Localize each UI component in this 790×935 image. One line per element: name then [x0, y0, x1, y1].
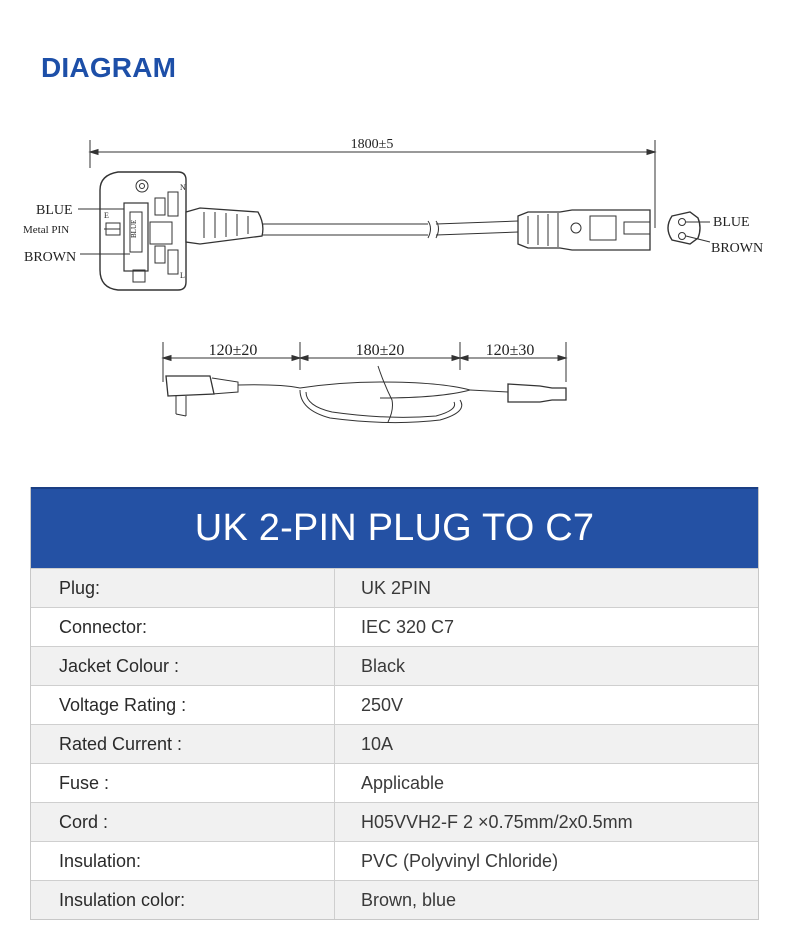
- spec-value: PVC (Polyvinyl Chloride): [361, 850, 559, 871]
- spec-value: Applicable: [361, 772, 445, 793]
- fuse-compartment: [123, 202, 149, 272]
- spec-label: Cord :: [31, 803, 335, 841]
- spec-row-connector: Connector: IEC 320 C7: [31, 607, 758, 646]
- plug-marking-n: N: [180, 183, 186, 192]
- plug-marking-e: E: [104, 211, 109, 220]
- cable-drawing: 1800±5 120±20 180±20 120±30 BLUE Metal P…: [23, 137, 763, 424]
- dimension-plug-segment: 120±20: [209, 342, 258, 359]
- spec-label: Voltage Rating :: [31, 686, 335, 724]
- small-plug-head: [165, 375, 215, 397]
- plug-screw: [135, 179, 149, 193]
- spec-label: Insulation:: [31, 842, 335, 880]
- spec-label: Jacket Colour :: [31, 647, 335, 685]
- spec-row-voltage-rating: Voltage Rating : 250V: [31, 685, 758, 724]
- coiled-cable-upper: [237, 381, 472, 399]
- c7-face: [667, 211, 701, 245]
- certification-mark: [132, 269, 146, 283]
- cable-diagram: 1800±5 120±20 180±20 120±30 BLUE Metal P…: [0, 120, 790, 460]
- spec-label: Rated Current :: [31, 725, 335, 763]
- spec-label: Connector:: [31, 608, 335, 646]
- specification-table: UK 2-PIN PLUG TO C7 Plug: UK 2PIN Connec…: [30, 487, 759, 920]
- spec-value: UK 2PIN: [361, 577, 432, 598]
- spec-value: H05VVH2-F 2 ×0.75mm/2x0.5mm: [361, 811, 633, 832]
- spec-row-insulation-color: Insulation color: Brown, blue: [31, 880, 758, 919]
- c7-socket-top: [678, 218, 686, 226]
- label-connector-brown: BROWN: [711, 241, 763, 256]
- uk-plug-body: [99, 171, 187, 291]
- spec-label: Fuse :: [31, 764, 335, 802]
- small-c7-connector: [507, 383, 567, 403]
- spec-value: Brown, blue: [361, 889, 457, 910]
- arrow-right: [646, 148, 657, 156]
- spec-row-plug: Plug: UK 2PIN: [31, 568, 758, 607]
- fuse: [129, 211, 143, 253]
- spec-value: Black: [361, 655, 406, 676]
- spec-label: Insulation color:: [31, 881, 335, 919]
- c7-label-area: [589, 215, 617, 241]
- coiled-cable-loop: [299, 389, 463, 424]
- c7-socket-bottom: [678, 232, 686, 240]
- dimension-coil-segment: 180±20: [356, 342, 405, 359]
- pin-l: [154, 245, 166, 264]
- dimension-total-length: 1800±5: [351, 137, 394, 152]
- spec-value: 10A: [361, 733, 394, 754]
- plug-marking-l: L: [180, 271, 185, 280]
- pin-n: [154, 197, 166, 216]
- spec-row-fuse: Fuse : Applicable: [31, 763, 758, 802]
- plug-strain-relief: [185, 207, 264, 245]
- spec-row-insulation: Insulation: PVC (Polyvinyl Chloride): [31, 841, 758, 880]
- spec-row-rated-current: Rated Current : 10A: [31, 724, 758, 763]
- spec-row-cord: Cord : H05VVH2-F 2 ×0.75mm/2x0.5mm: [31, 802, 758, 841]
- spec-title: UK 2-PIN PLUG TO C7: [31, 487, 758, 568]
- spec-row-jacket-colour: Jacket Colour : Black: [31, 646, 758, 685]
- spec-value: 250V: [361, 694, 404, 715]
- small-plug-pins: [175, 396, 187, 417]
- arrow-left: [88, 148, 99, 156]
- label-connector-blue: BLUE: [713, 215, 750, 230]
- c7-connector: [517, 209, 651, 251]
- label-plug-brown: BROWN: [24, 250, 76, 265]
- dimension-connector-segment: 120±30: [486, 342, 535, 359]
- spec-label: Plug:: [31, 569, 335, 607]
- label-plug-blue: BLUE: [36, 203, 73, 218]
- page-heading: DIAGRAM: [41, 52, 177, 83]
- spec-rows: Plug: UK 2PIN Connector: IEC 320 C7 Jack…: [31, 568, 758, 919]
- fuse-marking: BLUE: [130, 220, 138, 238]
- spec-value: IEC 320 C7: [361, 616, 455, 637]
- cable-break: [427, 220, 439, 239]
- label-metal-pin: Metal PIN: [23, 224, 69, 236]
